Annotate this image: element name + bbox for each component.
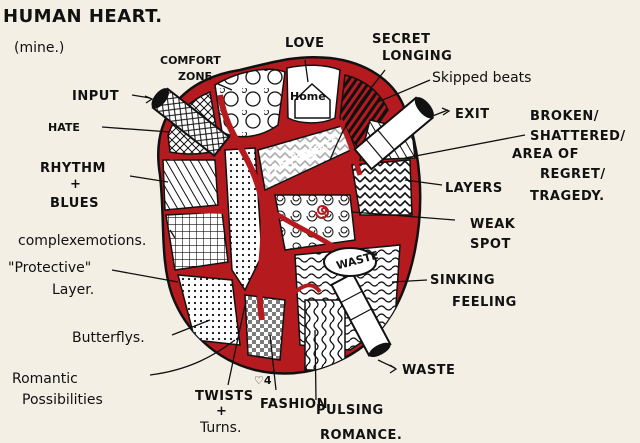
home-house-icon	[294, 82, 331, 119]
diagram-subtitle: (mine.)	[14, 40, 64, 56]
label-romantic: Romantic	[12, 371, 78, 387]
label-layers: LAYERS	[445, 181, 503, 196]
label-romance: ROMANCE.	[320, 428, 402, 443]
label-hate: HATE	[48, 121, 80, 134]
heart-tag-label: ♡4	[254, 374, 272, 387]
label-spot: SPOT	[470, 237, 511, 252]
label-tragedy: TRAGEDY.	[530, 189, 605, 204]
label-input: INPUT	[72, 89, 119, 104]
label-comfort: COMFORT	[160, 54, 221, 67]
label-pulsing: PULSING	[316, 403, 384, 418]
label-fashion: FASHION	[260, 397, 328, 412]
waste-tube-icon	[330, 272, 392, 358]
label-waste: WASTE	[402, 363, 455, 378]
diagram-title: HUMAN HEART.	[3, 6, 163, 27]
label-secret: SECRET	[372, 32, 431, 47]
label-turns: Turns.	[199, 420, 241, 436]
label-blues: BLUES	[50, 196, 99, 211]
label-twists-plus: +	[216, 404, 227, 419]
input-tube-icon	[151, 87, 231, 158]
home-label: Home	[290, 90, 326, 103]
exit-tube-icon	[353, 96, 435, 171]
label-butterflys: Butterflys.	[72, 330, 145, 346]
weak-spot-swirl-icon	[315, 204, 329, 219]
label-broken: BROKEN/	[530, 109, 599, 124]
label-regret: REGRET/	[540, 167, 606, 182]
label-rhythm-plus: +	[70, 177, 81, 192]
label-longing: LONGING	[382, 49, 452, 64]
label-feeling: FEELING	[452, 295, 517, 310]
label-zone: ZONE	[178, 70, 212, 83]
label-sinking: SINKING	[430, 273, 495, 288]
heart-body	[157, 55, 422, 375]
label-skipped-beats: Skipped beats	[432, 70, 531, 86]
label-twists: TWISTS	[195, 389, 254, 404]
label-weak: WEAK	[470, 217, 516, 232]
label-layer: Layer.	[52, 282, 94, 298]
label-protective: "Protective"	[8, 260, 91, 276]
label-complex-emotions: complexemotions.	[18, 233, 146, 249]
label-shattered: SHATTERED/	[530, 129, 626, 144]
label-possibilities: Possibilities	[22, 392, 103, 408]
label-area-of: AREA OF	[512, 147, 579, 162]
label-exit: EXIT	[455, 107, 490, 122]
label-rhythm: RHYTHM	[40, 161, 106, 176]
label-love: LOVE	[285, 36, 324, 51]
waste-chamber	[323, 247, 377, 277]
pointer-lines	[101, 59, 526, 401]
